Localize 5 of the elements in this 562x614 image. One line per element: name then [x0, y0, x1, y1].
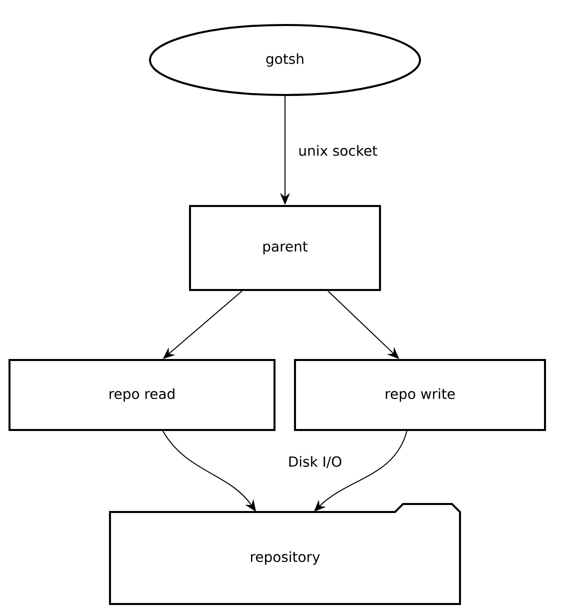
note-label: Disk I/O [286, 455, 344, 469]
edge-label: unix socket [297, 144, 379, 157]
process-box: parent [189, 205, 381, 291]
process-box: repo read [8, 359, 276, 431]
process-box: repo write [294, 359, 546, 431]
